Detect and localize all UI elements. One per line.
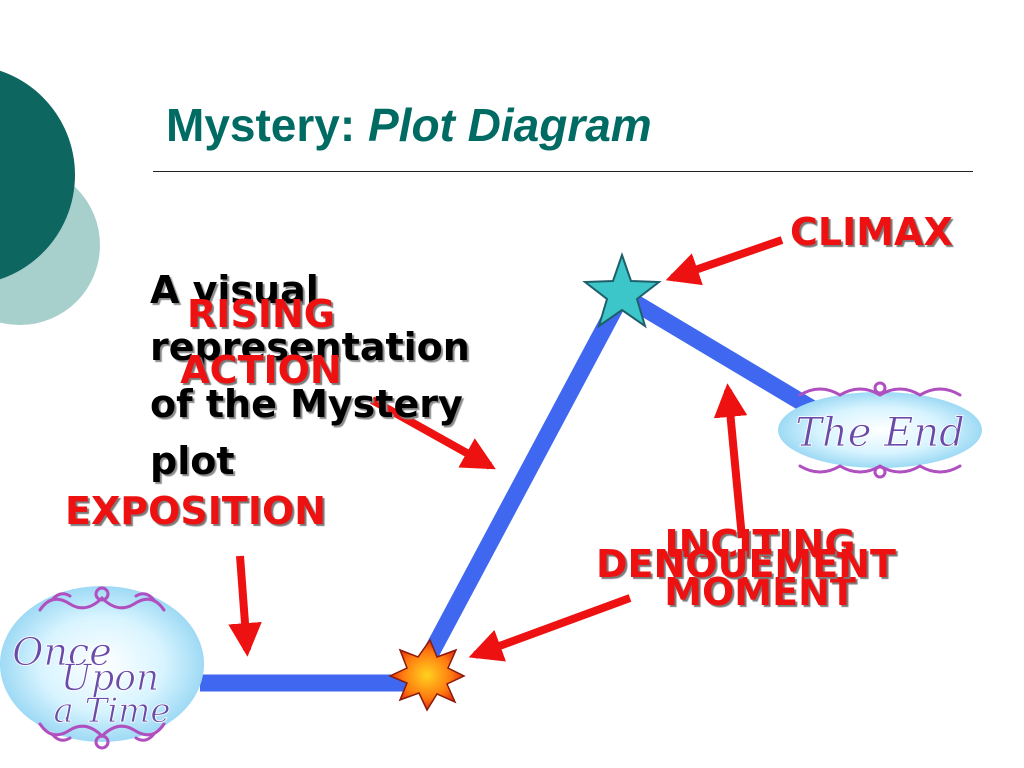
slide-body-text: A visual representation of the Mystery p… xyxy=(150,262,550,490)
label-exposition: EXPOSITION xyxy=(65,489,327,533)
climax-star-icon xyxy=(582,251,662,329)
arrow-exposition xyxy=(228,555,262,657)
body-line-1: A visual xyxy=(150,268,319,312)
title-subtitle: Plot Diagram xyxy=(367,99,652,151)
arrow-inciting-moment xyxy=(468,594,632,662)
title-divider xyxy=(153,171,973,172)
arrow-rising-action xyxy=(370,396,496,470)
label-rising-line-1: RISING xyxy=(187,292,335,336)
the-end-badge: The End xyxy=(778,381,982,479)
plot-line xyxy=(200,283,823,692)
body-line-4: plot xyxy=(150,439,235,483)
inciting-burst-icon xyxy=(388,638,466,712)
label-denouement: DENOUEMENT xyxy=(596,542,896,586)
label-inciting-line-1: INCITING xyxy=(664,522,856,566)
arrow-denouement xyxy=(713,383,748,539)
slide-title: Mystery: Plot Diagram xyxy=(166,100,652,151)
body-line-3: of the Mystery xyxy=(150,382,463,426)
body-line-2: representation xyxy=(150,325,470,369)
deco-circle-dark xyxy=(0,70,75,280)
badge-end-text: The End xyxy=(795,410,964,456)
label-inciting-moment: INCITING MOMENT xyxy=(630,520,890,616)
once-upon-a-time-badge: Once Upon a Time xyxy=(0,586,204,750)
label-inciting-line-2: MOMENT xyxy=(664,570,856,614)
title-main: Mystery: xyxy=(166,99,356,151)
badge-start-line-1: Once xyxy=(12,630,111,674)
label-climax: CLIMAX xyxy=(790,210,953,254)
ornament-scroll-icon xyxy=(38,586,166,750)
ornament-scroll-icon xyxy=(798,381,962,479)
label-rising-action: RISING ACTION xyxy=(166,286,356,398)
badge-start-line-2: Upon xyxy=(61,658,159,699)
badge-start-line-3: a Time xyxy=(54,691,171,731)
label-rising-line-2: ACTION xyxy=(180,348,342,392)
arrow-climax xyxy=(665,236,784,286)
